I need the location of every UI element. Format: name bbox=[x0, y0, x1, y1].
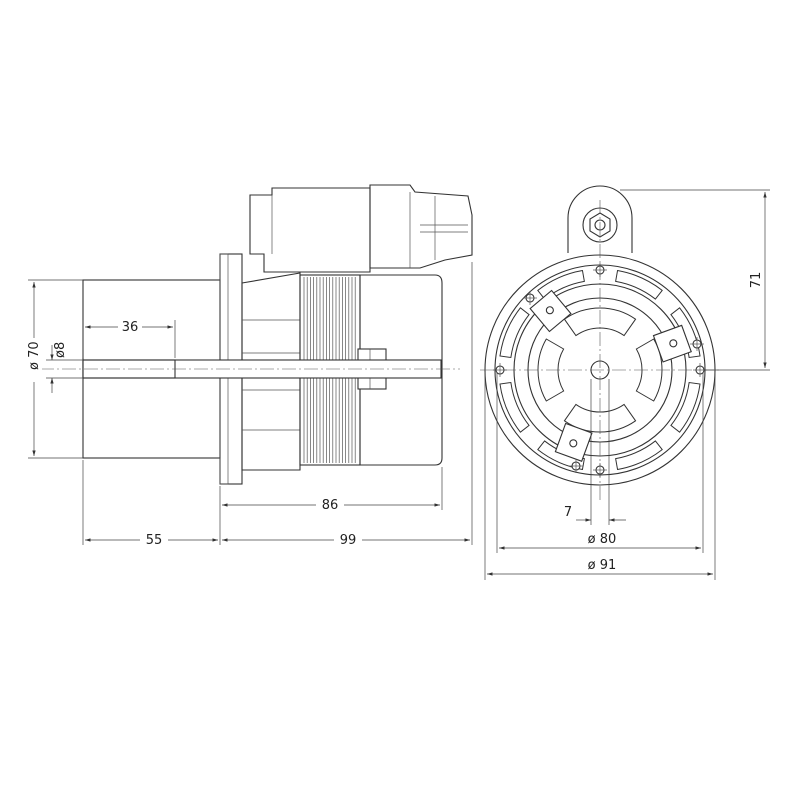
rim-slot bbox=[615, 269, 663, 300]
mounting-tab bbox=[652, 324, 692, 363]
mounting-holes bbox=[493, 263, 707, 477]
mounting-tabs bbox=[529, 289, 692, 462]
dim-total-length: 99 bbox=[340, 533, 357, 548]
rim-slot bbox=[499, 307, 530, 359]
dim-offset: 7 bbox=[564, 505, 572, 520]
mounting-tab bbox=[554, 422, 593, 462]
inner-slots bbox=[537, 307, 663, 433]
front-view: 71 7 ø 80 ø 91 bbox=[480, 185, 770, 580]
dim-mounting-height: 71 bbox=[749, 272, 764, 289]
inner-slot bbox=[635, 338, 663, 402]
dim-body-diameter: ø 70 bbox=[27, 341, 42, 370]
dim-flange-to-shaft: 55 bbox=[146, 533, 163, 548]
dim-body-length: 86 bbox=[322, 498, 339, 513]
dim-outer-diameter: ø 91 bbox=[588, 558, 617, 573]
top-lug bbox=[567, 185, 633, 253]
mounting-tab bbox=[529, 289, 572, 333]
dim-hole-circle: ø 80 bbox=[588, 532, 617, 547]
connector-plug bbox=[369, 184, 473, 269]
dim-shaft-length: 36 bbox=[122, 320, 139, 335]
rear-cover bbox=[359, 274, 443, 466]
dim-shaft-diameter: ø8 bbox=[53, 342, 68, 358]
inner-slot bbox=[563, 403, 637, 433]
rim-slot bbox=[615, 440, 663, 471]
rim-slot bbox=[499, 381, 530, 433]
terminal-box bbox=[249, 187, 371, 273]
rim-slot bbox=[670, 381, 701, 433]
motor-neck bbox=[241, 272, 301, 471]
side-view: 36 ø 70 ø8 55 99 86 bbox=[24, 184, 473, 548]
lug-nut bbox=[589, 212, 611, 238]
